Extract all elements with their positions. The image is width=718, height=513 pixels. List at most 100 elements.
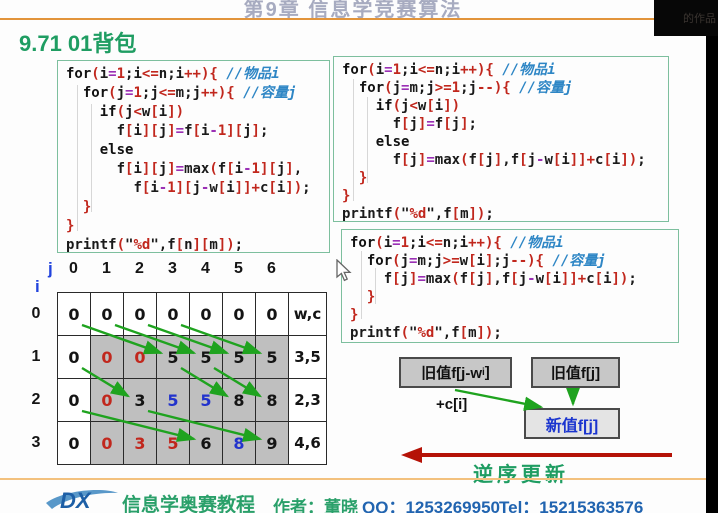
code-line: }	[66, 218, 75, 234]
dp-cell: 0	[57, 421, 91, 465]
footer-qq: QQ：1253269950	[362, 498, 500, 513]
dp-cell: 0	[90, 378, 124, 422]
dp-cell: 0	[222, 292, 256, 336]
dp-cell: 5	[156, 335, 190, 379]
wc-cell: 3,5	[288, 335, 327, 379]
row-axis-label-i: i	[35, 277, 40, 296]
top-divider-line	[0, 18, 706, 20]
dp-cell: 3	[123, 421, 157, 465]
dp-cell: 6	[189, 421, 223, 465]
old-value-right-box: 旧值f[j]	[531, 357, 620, 388]
code-block-2d-dp: for(i=1;i<=n;i++){ //物品i for(j=1;j<=m;j+…	[57, 60, 330, 253]
new-value-label: 新值f[j]	[545, 417, 599, 435]
code-line: if(j<w[i])	[375, 98, 461, 114]
indent-guide	[367, 97, 368, 183]
right-black-bar	[706, 0, 718, 513]
col-header: 6	[267, 260, 276, 277]
code-block-1d-dp-verbose: for(i=1;i<=n;i++){ //物品i for(j=m;j>=1;j-…	[333, 56, 669, 222]
footer-tel: Tel：15215363576	[499, 498, 644, 513]
code-line: }	[350, 307, 359, 323]
code-line: }	[358, 170, 368, 186]
row-header: 0	[31, 305, 41, 322]
code-line: for(j=m;j>=1;j--){ //容量j	[358, 80, 573, 96]
watermark-box: 的作品	[654, 0, 718, 36]
footer-brand: 信息学奥赛教程	[122, 495, 256, 513]
dp-cell: 0	[57, 335, 91, 379]
col-header: 0	[69, 260, 78, 277]
code-line: f[j]=max(f[j],f[j-w[i]]+c[i]);	[383, 271, 637, 287]
code-line: f[j]=max(f[j],f[j-w[i]]+c[i]);	[392, 152, 646, 168]
code-line: for(i=1;i<=n;i++){ //物品i	[350, 235, 564, 251]
code-line: printf("%d",f[m]);	[350, 325, 502, 341]
row-header: 3	[31, 434, 41, 451]
col-header: 3	[168, 260, 177, 277]
dp-cell: 8	[255, 378, 289, 422]
code-line: for(i=1;i<=n;i++){ //物品i	[342, 62, 556, 78]
row-header: 1	[31, 348, 41, 365]
reverse-update-label: 逆序更新	[473, 464, 569, 486]
dp-cell: 0	[156, 292, 190, 336]
code-line: printf("%d",f[n][m]);	[66, 237, 244, 253]
chapter-title: 第9章 信息学竞赛算法	[243, 0, 463, 21]
dp-cell: 0	[123, 292, 157, 336]
dp-cell: 5	[156, 421, 190, 465]
dp-cell: 0	[123, 335, 157, 379]
code-block-1d-dp-compact: for(i=1;i<=n;i++){ //物品i for(j=m;j>=w[i]…	[341, 229, 679, 343]
wc-cell: 2,3	[288, 378, 327, 422]
diagram-arrows	[454, 388, 581, 411]
code-line: else	[375, 134, 410, 150]
dp-cell: 5	[189, 335, 223, 379]
code-line: printf("%d",f[m]);	[342, 206, 494, 222]
code-line: for(i=1;i<=n;i++){ //物品i	[66, 66, 280, 82]
footer-author: 作者：董晓	[273, 498, 358, 513]
code-line: f[i-1][j-w[i]]+c[i]);	[133, 180, 311, 196]
dp-cell: 9	[255, 421, 289, 465]
dp-cell: 5	[255, 335, 289, 379]
indent-guide	[91, 104, 92, 212]
old-value-left-sub: i	[482, 367, 485, 378]
col-header: 2	[135, 260, 144, 277]
svg-text:DX: DX	[60, 488, 92, 513]
col-header: 5	[234, 260, 243, 277]
dp-cell: 8	[222, 421, 256, 465]
dp-cell: 3	[123, 378, 157, 422]
dp-cell: 0	[90, 421, 124, 465]
col-axis-label-j: j	[48, 259, 53, 278]
new-value-box: 新值f[j]	[524, 408, 620, 439]
old-value-right-label: 旧值f[j]	[550, 365, 601, 382]
code-line: f[j]=f[j];	[392, 116, 477, 132]
code-line: if(j<w[i])	[99, 104, 185, 120]
code-line: }	[82, 199, 92, 215]
code-line: }	[366, 289, 376, 305]
old-value-left-label: 旧值f[j-w	[421, 365, 483, 382]
page-title: 9.71 01背包	[19, 31, 137, 56]
dp-cell: 0	[255, 292, 289, 336]
dp-cell: 8	[222, 378, 256, 422]
dp-cell: 5	[222, 335, 256, 379]
dp-cell: 0	[90, 292, 124, 336]
col-header: 4	[201, 260, 210, 277]
dp-cell: 0	[57, 292, 91, 336]
footer-divider-line	[0, 478, 706, 480]
watermark-text: 的作品	[683, 13, 716, 25]
dp-cell: 0	[90, 335, 124, 379]
old-value-left-close: ]	[484, 364, 490, 381]
code-line: for(j=m;j>=w[i];j--){ //容量j	[366, 253, 606, 269]
code-line: for(j=1;j<=m;j++){ //容量j	[82, 85, 297, 101]
indent-guide	[77, 85, 78, 231]
code-line: else	[99, 142, 134, 158]
code-line: f[i][j]=max(f[i-1][j],	[116, 161, 303, 177]
dp-cell: 5	[189, 378, 223, 422]
code-line: }	[342, 188, 351, 204]
plus-cost-label: +c[i]	[436, 396, 468, 413]
indent-guide	[361, 251, 362, 319]
